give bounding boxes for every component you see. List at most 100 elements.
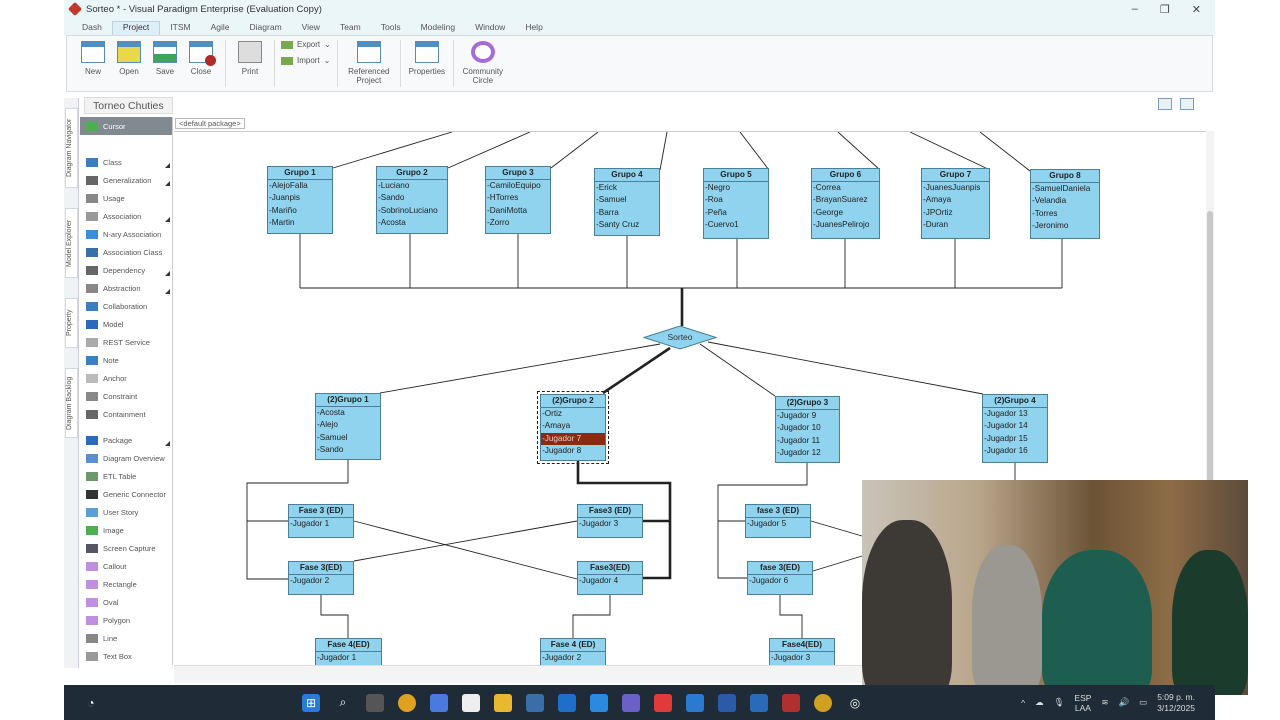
class-box[interactable]: Fase 3 (ED)-Jugador 1 [288,504,354,538]
menu-diagram[interactable]: Diagram [249,22,282,32]
menu-dash[interactable]: Dash [82,22,102,32]
chrome-icon[interactable] [398,693,416,712]
class-box[interactable]: fase 3(ED)-Jugador 6 [747,561,813,595]
class-attribute[interactable]: -Amaya [542,421,571,431]
class-attribute[interactable]: -SobrinoLuciano [378,205,438,215]
tab-model-explorer[interactable]: Model Explorer [65,208,78,278]
class-attribute[interactable]: -Jugador 5 [747,519,787,528]
diagram-canvas[interactable]: Grupo 1-AlejoFalla-Juanpis-Mariño-Martin… [174,131,1206,665]
connector[interactable] [837,132,881,171]
menu-itsm[interactable]: ITSM [170,22,191,32]
palette-item-collaboration[interactable]: Collaboration [80,297,172,315]
menu-agile[interactable]: Agile [210,22,230,32]
vscode-icon[interactable] [686,693,704,712]
file-explorer-icon[interactable] [494,693,512,712]
onedrive-icon[interactable]: ☁ [1035,697,1044,707]
palette-item-n-ary-association[interactable]: N-ary Association [80,225,172,243]
class-attribute[interactable]: -Jugador 1 [290,519,330,528]
class-attribute[interactable]: -CamiloEquipo [487,181,541,190]
class-attribute[interactable]: -Barra [596,207,619,217]
class-attribute[interactable]: -Luciano [378,181,410,190]
class-name[interactable]: Grupo 2 [377,167,447,180]
class-attribute[interactable]: -Santy Cruz [596,220,640,230]
class-name[interactable]: Grupo 1 [268,167,332,180]
class-attribute[interactable]: -Jugador 1 [317,653,357,662]
class-name[interactable]: fase 3(ED) [748,562,812,575]
class-attribute[interactable]: -Roa [705,195,723,205]
palette-item-package[interactable]: Package [80,431,172,449]
palette-item-generalization[interactable]: Generalization [80,171,172,189]
new-button[interactable]: New [75,36,111,91]
class-box[interactable]: Grupo 1-AlejoFalla-Juanpis-Mariño-Martin [267,166,333,234]
palette-item-rectangle[interactable]: Rectangle [80,575,172,593]
app-icon[interactable] [654,693,672,712]
scroll-thumb[interactable] [1207,211,1213,611]
start-icon[interactable]: ⊞ [302,693,320,712]
export-button[interactable]: Export ⌄ [281,40,331,49]
class-name[interactable]: Grupo 6 [812,169,879,182]
open-button[interactable]: Open [111,36,147,91]
breadcrumb[interactable]: Torneo Chuties [84,97,173,114]
palette-item-class[interactable]: Class [80,153,172,171]
class-name[interactable]: Fase3 (ED) [578,505,642,518]
class-box[interactable]: Grupo 8-SamuelDaniela-Velandia-Torres-Je… [1030,169,1100,239]
class-attribute[interactable]: -Correa [813,183,841,192]
menu-tools[interactable]: Tools [380,22,401,32]
selected-connector[interactable] [602,346,671,395]
properties-button[interactable]: Properties [407,36,447,91]
class-attribute[interactable]: -Sando [317,445,344,455]
community-circle-button[interactable]: Community Circle [460,36,506,91]
menu-help[interactable]: Help [525,22,543,32]
connector[interactable] [353,520,578,580]
palette-item-containment[interactable]: Containment [80,405,172,423]
app-icon[interactable]: ◎ [849,695,861,710]
connector[interactable] [707,341,984,395]
microphone-icon[interactable]: 🎙 [1053,697,1065,707]
menu-team[interactable]: Team [339,22,361,32]
connector[interactable] [353,520,578,562]
visual-paradigm-icon[interactable] [782,693,800,712]
close-project-button[interactable]: Close [183,36,219,91]
class-box[interactable]: fase 3 (ED)-Jugador 5 [745,504,811,538]
class-name[interactable]: Fase 3 (ED) [289,505,353,518]
class-attribute[interactable]: -Jugador 3 [579,519,619,528]
connector[interactable] [979,132,1031,172]
referenced-project-button[interactable]: Referenced Project [344,36,394,91]
class-attribute[interactable]: -Jugador 2 [290,576,330,585]
class-attribute[interactable]: -BrayanSuarez [813,195,868,205]
connector[interactable] [379,343,661,394]
sorteo-decision-node[interactable]: Sorteo [643,325,717,350]
connector[interactable] [320,595,349,638]
class-attribute[interactable]: -DaniMotta [487,205,528,215]
class-box[interactable]: (2)Grupo 1-Acosta-Alejo-Samuel-Sando [315,393,381,460]
palette-item-abstraction[interactable]: Abstraction [80,279,172,297]
class-attribute[interactable]: -SamuelDaniela [1032,184,1091,193]
class-attribute[interactable]: -Erick [596,183,617,192]
toolbar-icon[interactable] [1158,98,1172,110]
class-attribute[interactable]: -Jugador 10 [777,423,821,433]
connector[interactable] [717,463,808,579]
class-attribute[interactable]: -JuanesPelirojo [813,220,870,230]
class-name[interactable]: Grupo 3 [486,167,550,180]
class-attribute[interactable]: -Torres [1032,208,1058,218]
palette-item-cursor[interactable]: Cursor [80,117,172,135]
class-name[interactable]: Grupo 7 [922,169,989,182]
tab-diagram-navigator[interactable]: Diagram Navigator [65,108,78,188]
palette-item-etl-table[interactable]: ETL Table [80,467,172,485]
palette-item-model[interactable]: Model [80,315,172,333]
class-attribute[interactable]: -Mariño [269,205,297,215]
class-attribute[interactable]: -JPOrtiz [923,207,953,217]
menu-view[interactable]: View [301,22,320,32]
palette-item-association-class[interactable]: Association Class [80,243,172,261]
palette-item-constraint[interactable]: Constraint [80,387,172,405]
class-box[interactable]: Fase3 (ED)-Jugador 3 [577,504,643,538]
palette-item-screen-capture[interactable]: Screen Capture [80,539,172,557]
class-box[interactable]: Grupo 2-Luciano-Sando-SobrinoLuciano-Aco… [376,166,448,234]
class-name[interactable]: Fase 4 (ED) [541,639,605,652]
connector[interactable] [812,555,863,572]
selected-connector[interactable] [576,461,672,580]
palette-item-note[interactable]: Note [80,351,172,369]
class-attribute[interactable]: -Jugador 13 [984,409,1028,418]
connector[interactable] [332,132,453,169]
